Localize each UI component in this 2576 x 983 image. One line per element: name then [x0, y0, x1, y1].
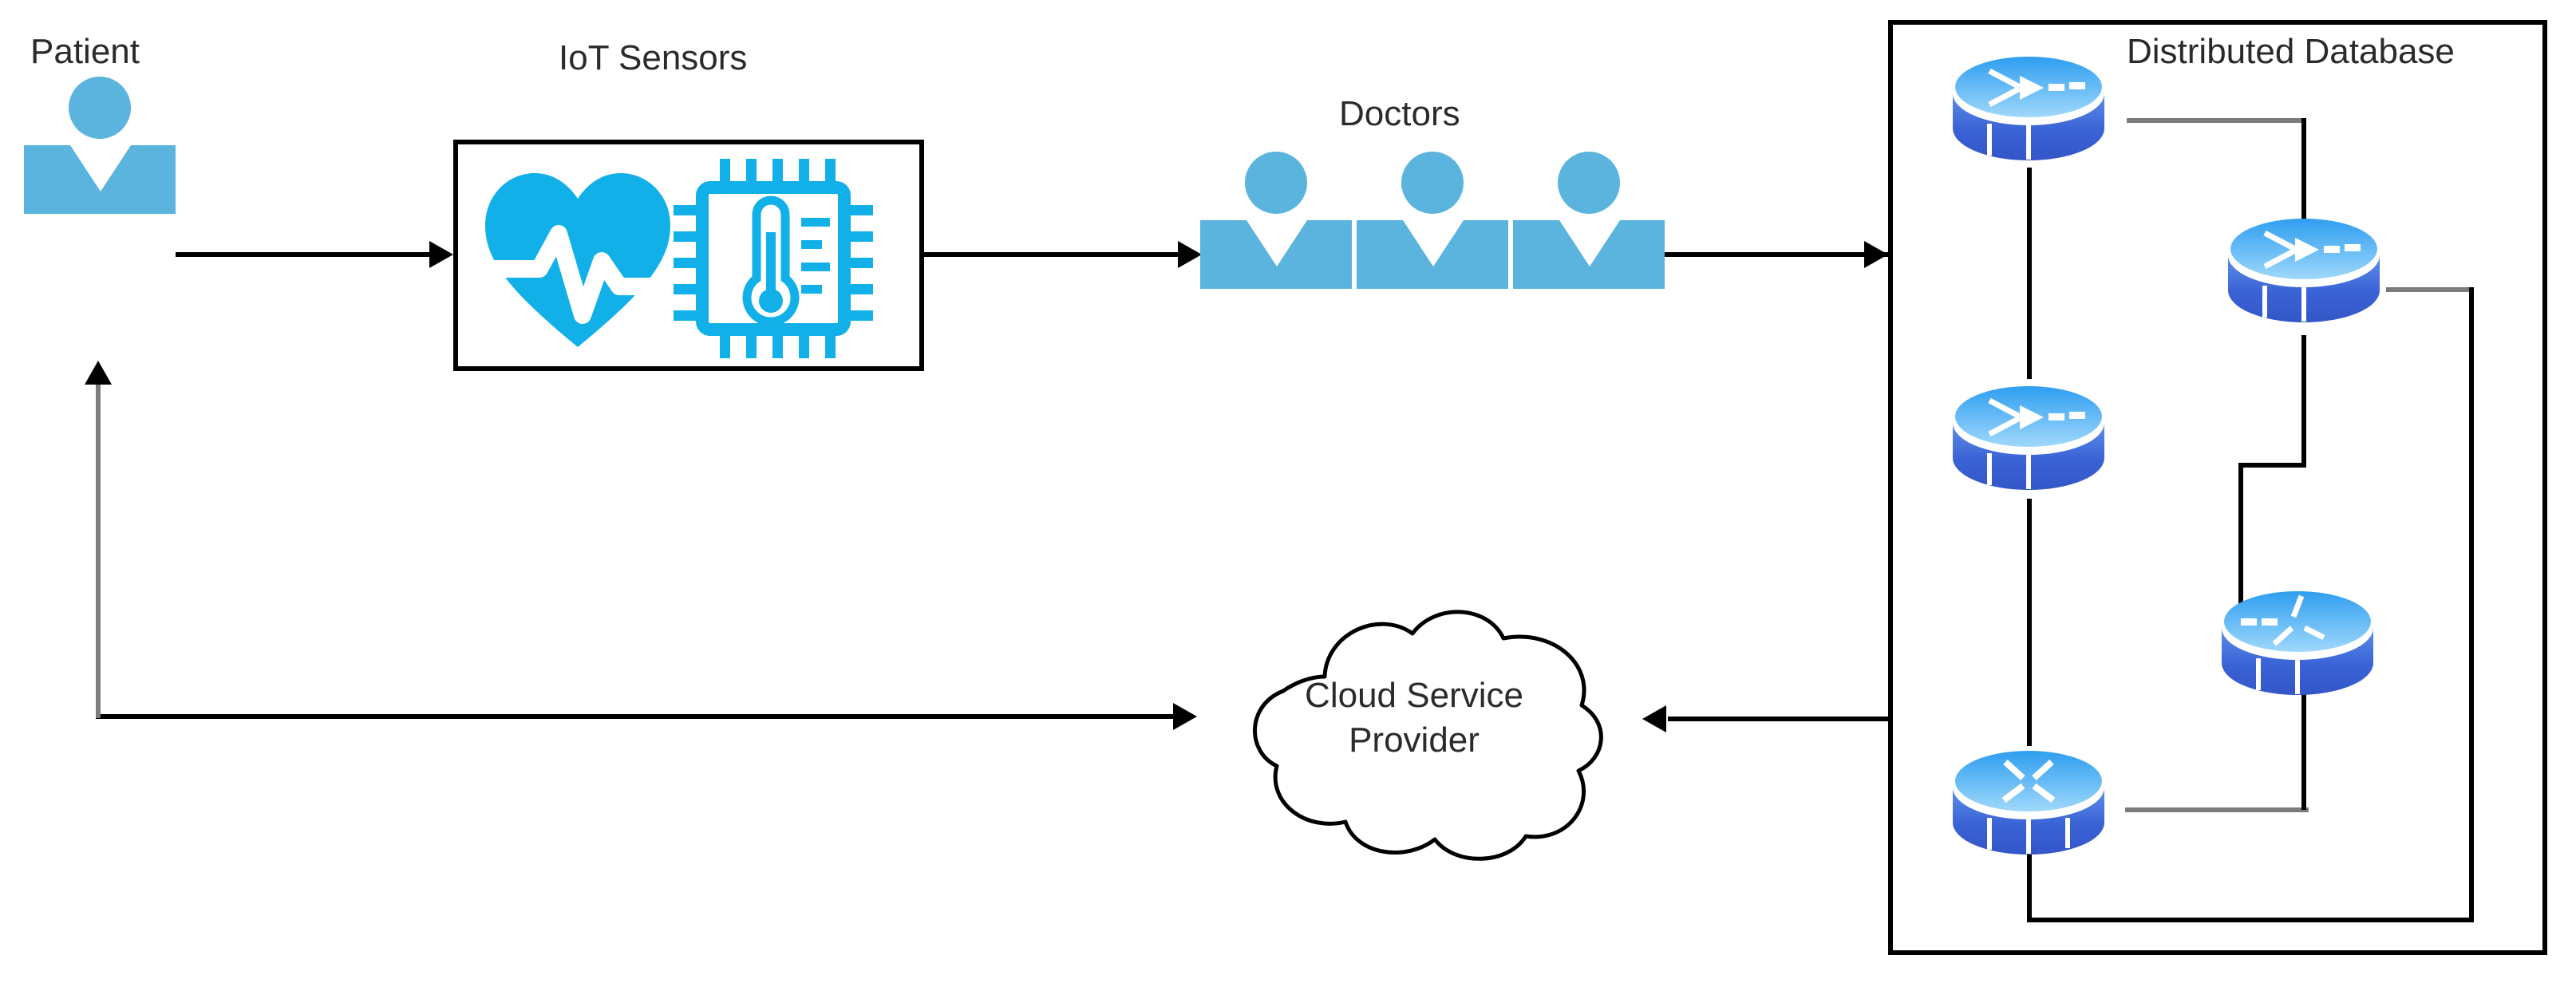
db-edge-1-to-2-vertical: [2301, 118, 2306, 258]
doctor-head-icon: [1245, 152, 1307, 214]
db-edge-3-to-5-vertical: [2027, 499, 2032, 746]
db-edge-1-to-2-horizontal: [2127, 118, 2306, 123]
iot-sensors-label: IoT Sensors: [559, 38, 748, 77]
distributed-database-label: Distributed Database: [2127, 32, 2455, 71]
doctors-label: Doctors: [1339, 94, 1460, 133]
doctor-collar-notch: [1403, 220, 1464, 266]
db-edge-4-to-5-vertical: [2301, 682, 2306, 810]
edge-doctors-to-database-arrowhead: [1864, 241, 1888, 268]
database-node-5[interactable]: [1943, 738, 2115, 866]
cloud-service-provider-shape[interactable]: Cloud Service Provider: [1207, 600, 1622, 863]
doctor-collar-notch: [1247, 220, 1307, 266]
edge-cloud-to-patient-arrowhead-up: [85, 361, 112, 385]
db-edge-2-down-vertical: [2301, 335, 2306, 467]
heart-pulse-icon: [478, 167, 679, 350]
cloud-label-line-1: Cloud Service: [1305, 676, 1523, 715]
doctor-head-icon: [1401, 152, 1464, 214]
edge-patient-to-sensors-arrowhead: [429, 241, 453, 268]
cloud-label-line-2: Provider: [1349, 720, 1480, 760]
chip-thermometer-icon: [674, 159, 873, 358]
edge-sensors-to-doctors-line: [924, 252, 1183, 257]
cloud-service-provider-label: Cloud Service Provider: [1270, 673, 1558, 764]
database-node-4[interactable]: [2212, 578, 2384, 706]
edge-database-to-cloud-line: [1668, 717, 1890, 721]
edge-doctors-to-database-line: [1665, 252, 1896, 257]
edge-cloud-to-patient-arrowhead-right: [1173, 703, 1197, 730]
database-node-2[interactable]: [2218, 206, 2390, 334]
patient-head-icon: [69, 77, 131, 139]
patient-figure: [24, 77, 176, 214]
database-node-3[interactable]: [1943, 373, 2115, 501]
db-edge-5-to-4-horizontal: [2125, 807, 2309, 812]
edge-cloud-to-patient-vertical: [96, 385, 101, 718]
database-node-1[interactable]: [1943, 44, 2115, 172]
edge-sensors-to-doctors-arrowhead: [1178, 241, 1202, 268]
doctor-collar-notch: [1559, 220, 1620, 266]
db-edge-1-to-3-vertical: [2027, 168, 2032, 379]
db-edge-5-down-vertical: [2027, 850, 2032, 922]
edge-patient-to-sensors-line: [176, 252, 435, 257]
doctor-figure-1: [1200, 152, 1352, 289]
edge-cloud-to-patient-horizontal: [96, 714, 1181, 719]
doctor-head-icon: [1558, 152, 1620, 214]
db-edge-2-to-4-jog: [2238, 463, 2306, 468]
doctor-figure-2: [1357, 152, 1508, 289]
db-edge-2-to-4-horizontal: [2386, 287, 2474, 292]
patient-collar-notch: [70, 145, 131, 191]
iot-sensors-box[interactable]: [453, 140, 924, 371]
edge-database-to-cloud-arrowhead: [1642, 705, 1666, 732]
doctor-figure-3: [1513, 152, 1665, 289]
db-edge-bottom-horizontal: [2027, 918, 2474, 922]
db-edge-jog-to-4-vertical: [2238, 463, 2243, 606]
patient-label: Patient: [30, 32, 140, 71]
db-edge-2-to-4-vertical-right: [2469, 287, 2474, 922]
